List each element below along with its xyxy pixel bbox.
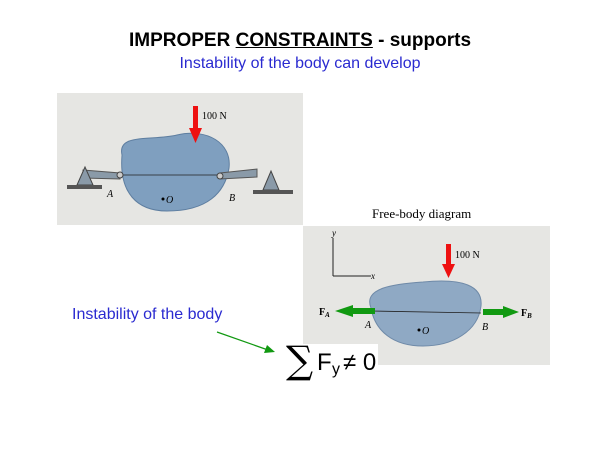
force-a-label: FA	[319, 307, 330, 319]
load-label: 100 N	[455, 250, 480, 261]
load-label: 100 N	[202, 111, 227, 122]
load-arrow	[193, 106, 198, 130]
fbd-caption: Free-body diagram	[372, 206, 472, 221]
point-b-label: B	[229, 193, 235, 204]
force-b-arrow	[483, 309, 505, 315]
not-equal-zero: ≠ 0	[343, 349, 377, 376]
rigid-body	[369, 280, 482, 347]
sum-symbol: ∑	[286, 338, 314, 382]
load-arrow	[446, 244, 451, 266]
y-axis-label: y	[331, 228, 336, 238]
force-a-arrow	[351, 308, 375, 314]
supported-body-figure: 100 N A B O	[57, 93, 303, 225]
rigid-body	[121, 132, 230, 212]
instability-note: Instability of the body	[72, 306, 223, 323]
point-o-label: O	[166, 195, 173, 206]
point-a-label: A	[364, 320, 372, 331]
point-b-label: B	[482, 322, 488, 333]
equilibrium-equation: ∑ F y ≠ 0	[285, 338, 378, 382]
force-b-label: FB	[521, 308, 532, 320]
force-symbol: F	[317, 349, 332, 376]
point-o-label: O	[422, 326, 429, 337]
force-subscript: y	[332, 361, 340, 378]
x-axis-label: x	[370, 271, 375, 281]
free-body-diagram: y x 100 N FA FB A B O	[303, 226, 550, 365]
slide-subtitle: Instability of the body can develop	[179, 55, 421, 72]
slide-title: IMPROPER CONSTRAINTS - supports	[128, 30, 472, 51]
point-a-label: A	[106, 189, 114, 200]
